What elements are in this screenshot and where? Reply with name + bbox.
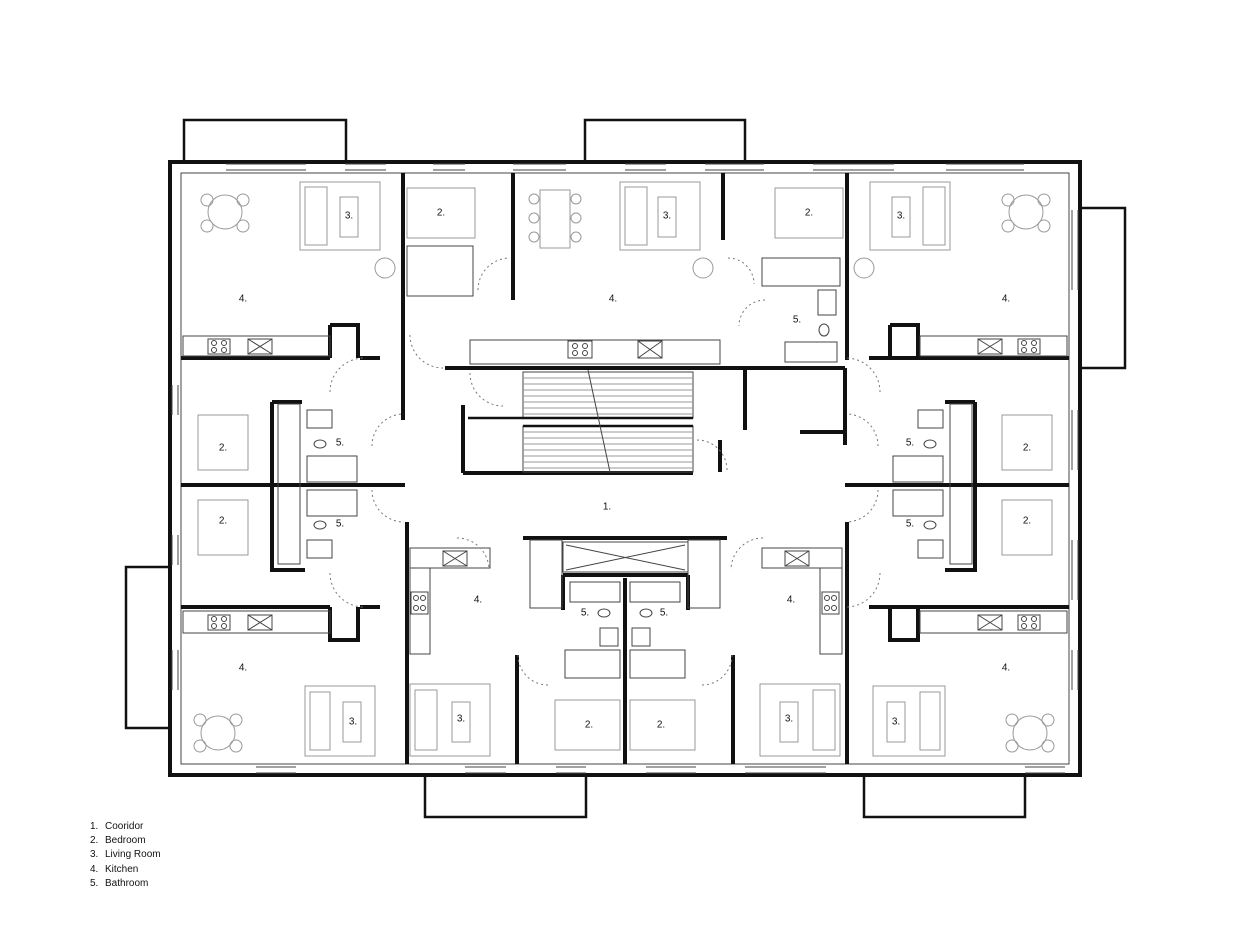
door-swings bbox=[329, 257, 881, 686]
label-living-room: 3. bbox=[349, 717, 357, 728]
label-bathroom: 5. bbox=[336, 438, 344, 449]
label-bedroom: 2. bbox=[437, 208, 445, 219]
label-kitchen: 4. bbox=[609, 294, 617, 305]
label-living-room: 3. bbox=[457, 714, 465, 725]
kitchen-counters bbox=[182, 335, 1068, 655]
label-corridor: 1. bbox=[603, 502, 611, 513]
label-bathroom: 5. bbox=[906, 438, 914, 449]
room-labels: 1. 2. 2. 2. 2. 2. 2. 2. 2. 3. 3. 3. 3. 3… bbox=[219, 208, 1031, 731]
label-living-room: 3. bbox=[663, 211, 671, 222]
label-kitchen: 4. bbox=[239, 663, 247, 674]
legend: 1.Cooridor 2.Bedroom 3.Living Room 4.Kit… bbox=[90, 820, 161, 891]
label-living-room: 3. bbox=[892, 717, 900, 728]
label-living-room: 3. bbox=[897, 211, 905, 222]
label-kitchen: 4. bbox=[1002, 663, 1010, 674]
label-bathroom: 5. bbox=[660, 608, 668, 619]
interior-walls bbox=[181, 173, 1069, 764]
balconies bbox=[124, 118, 1127, 819]
label-kitchen: 4. bbox=[239, 294, 247, 305]
label-bedroom: 2. bbox=[219, 443, 227, 454]
legend-item: 3.Living Room bbox=[90, 849, 161, 861]
label-bedroom: 2. bbox=[219, 516, 227, 527]
label-bedroom: 2. bbox=[585, 720, 593, 731]
legend-item: 1.Cooridor bbox=[90, 821, 144, 832]
label-bathroom: 5. bbox=[581, 608, 589, 619]
label-bathroom: 5. bbox=[793, 315, 801, 326]
legend-item: 4.Kitchen bbox=[90, 863, 139, 875]
legend-item: 2.Bedroom bbox=[90, 835, 146, 847]
label-bedroom: 2. bbox=[805, 208, 813, 219]
label-kitchen: 4. bbox=[1002, 294, 1010, 305]
label-living-room: 3. bbox=[785, 714, 793, 725]
furniture bbox=[193, 181, 1055, 757]
label-bathroom: 5. bbox=[336, 519, 344, 530]
label-bathroom: 5. bbox=[906, 519, 914, 530]
bathroom-fixtures bbox=[277, 245, 973, 679]
label-bedroom: 2. bbox=[657, 720, 665, 731]
label-bedroom: 2. bbox=[1023, 516, 1031, 527]
stair bbox=[468, 369, 694, 573]
label-living-room: 3. bbox=[345, 211, 353, 222]
label-kitchen: 4. bbox=[474, 595, 482, 606]
label-kitchen: 4. bbox=[787, 595, 795, 606]
label-bedroom: 2. bbox=[1023, 443, 1031, 454]
legend-item: 5.Bathroom bbox=[90, 877, 149, 889]
